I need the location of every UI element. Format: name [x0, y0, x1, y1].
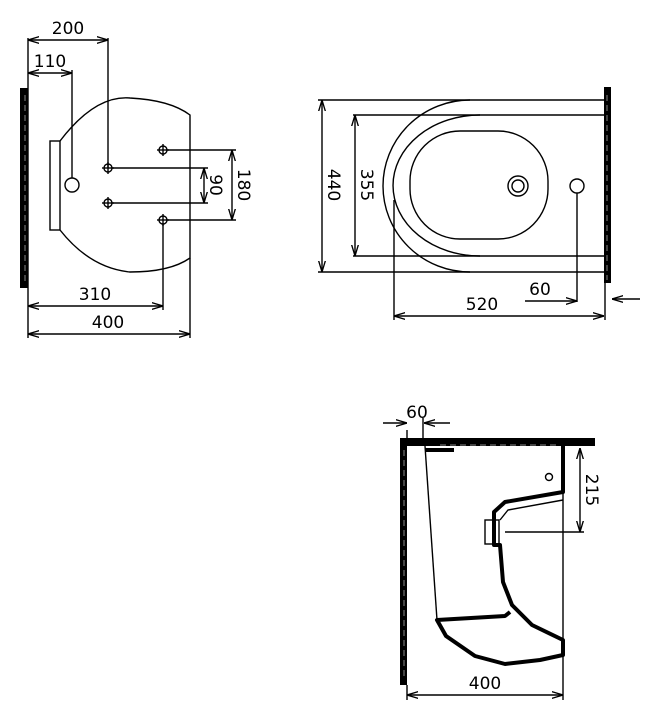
dimension-440: 440 — [323, 169, 343, 201]
side-view: 60 215 400 — [383, 403, 601, 700]
tap-hole — [569, 178, 585, 194]
dimension-200: 200 — [52, 19, 84, 39]
dimension-60: 60 — [406, 403, 428, 423]
drain-hole — [64, 177, 80, 193]
dimension-90: 90 — [205, 174, 225, 196]
dimension-180: 180 — [233, 169, 253, 201]
drain-inner — [511, 179, 525, 193]
dimension-400: 400 — [92, 313, 124, 333]
dimension-110: 110 — [34, 52, 66, 72]
wall-mount-view: 200 110 90 180 310 400 — [20, 19, 253, 338]
bowl-profile — [435, 446, 565, 666]
spout — [484, 519, 500, 545]
bidet-outline — [59, 97, 191, 273]
dimension-310: 310 — [79, 285, 111, 305]
back-profile — [424, 445, 438, 621]
dimension-355: 355 — [356, 169, 376, 201]
dimension-520: 520 — [466, 295, 498, 315]
drain-outer — [507, 175, 529, 197]
dimension-400: 400 — [469, 674, 501, 694]
bowl — [409, 130, 549, 240]
fixing-hole-icon — [102, 144, 169, 226]
dimension-60: 60 — [529, 280, 551, 300]
bidet-inner-rim — [392, 114, 481, 257]
mount-bracket — [425, 448, 454, 452]
dimension-215: 215 — [581, 474, 601, 506]
bidet-outer-rim — [382, 99, 471, 273]
wall — [20, 88, 28, 288]
top-view: 440 355 60 520 — [318, 87, 640, 320]
wall-top — [400, 438, 595, 446]
overflow-hole — [544, 472, 554, 482]
back-plate — [49, 140, 61, 231]
